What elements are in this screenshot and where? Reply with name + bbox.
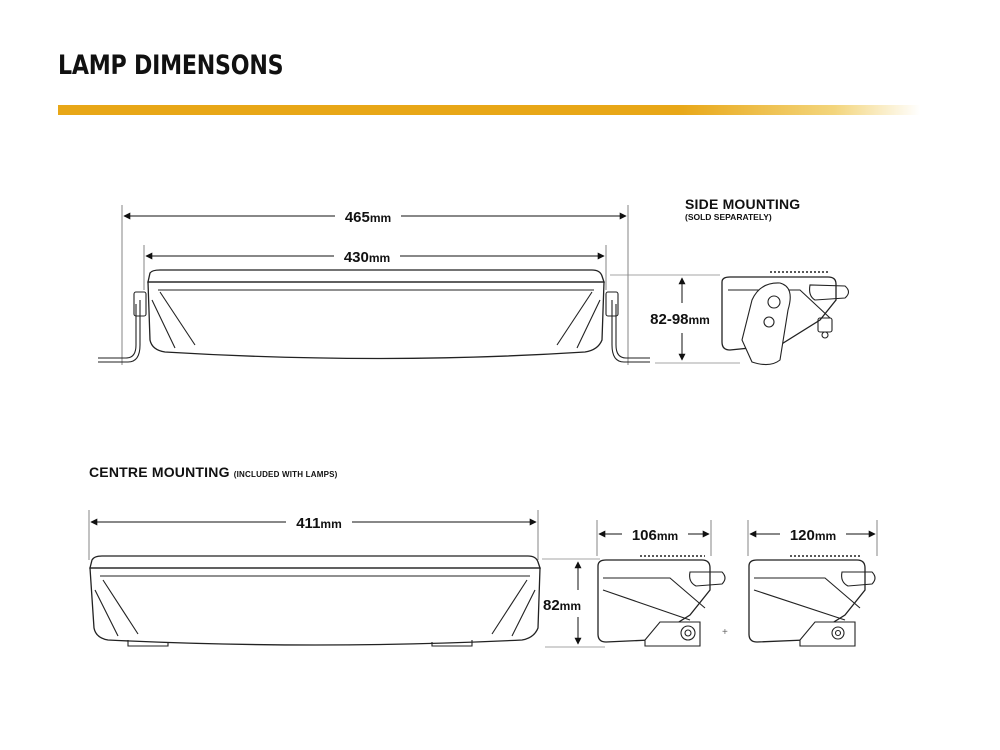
centre-mount-front-view <box>88 510 541 647</box>
page-title: LAMP DIMENSONS <box>58 50 284 81</box>
dimension-430: 430mm <box>145 249 605 266</box>
dimension-82-98-label: 82-98mm <box>650 311 710 328</box>
dimension-430-label: 430mm <box>344 249 390 266</box>
dimension-465: 465mm <box>123 209 627 226</box>
svg-text:+: + <box>722 627 728 638</box>
dimension-82-label: 82mm <box>543 597 581 614</box>
side-mount-front-view <box>98 205 650 365</box>
dimension-120-label: 120mm <box>790 527 836 544</box>
title-accent-rule <box>58 105 920 115</box>
dimension-82-98: 82-98mm <box>610 274 740 364</box>
dimension-106-label: 106mm <box>632 527 678 544</box>
centre-mount-profile-b <box>748 555 876 647</box>
dimension-465-label: 465mm <box>345 209 391 226</box>
dimension-82: 82mm <box>542 558 605 648</box>
side-mount-profile-view <box>721 271 850 366</box>
dimension-411: 411mm <box>90 515 537 532</box>
dimension-411-label: 411mm <box>296 515 342 532</box>
dimension-120: 120mm <box>747 520 878 556</box>
centre-mounting-note: (INCLUDED WITH LAMPS) <box>233 470 338 479</box>
dimension-106: 106mm <box>596 520 712 556</box>
centre-mount-profile-a: + <box>597 555 728 647</box>
centre-mounting-title-text: CENTRE MOUNTING <box>89 464 230 480</box>
side-mounting-title: SIDE MOUNTING <box>685 196 801 212</box>
side-mounting-note: (SOLD SEPARATELY) <box>685 212 772 222</box>
centre-mounting-title: CENTRE MOUNTING (INCLUDED WITH LAMPS) <box>89 464 338 480</box>
